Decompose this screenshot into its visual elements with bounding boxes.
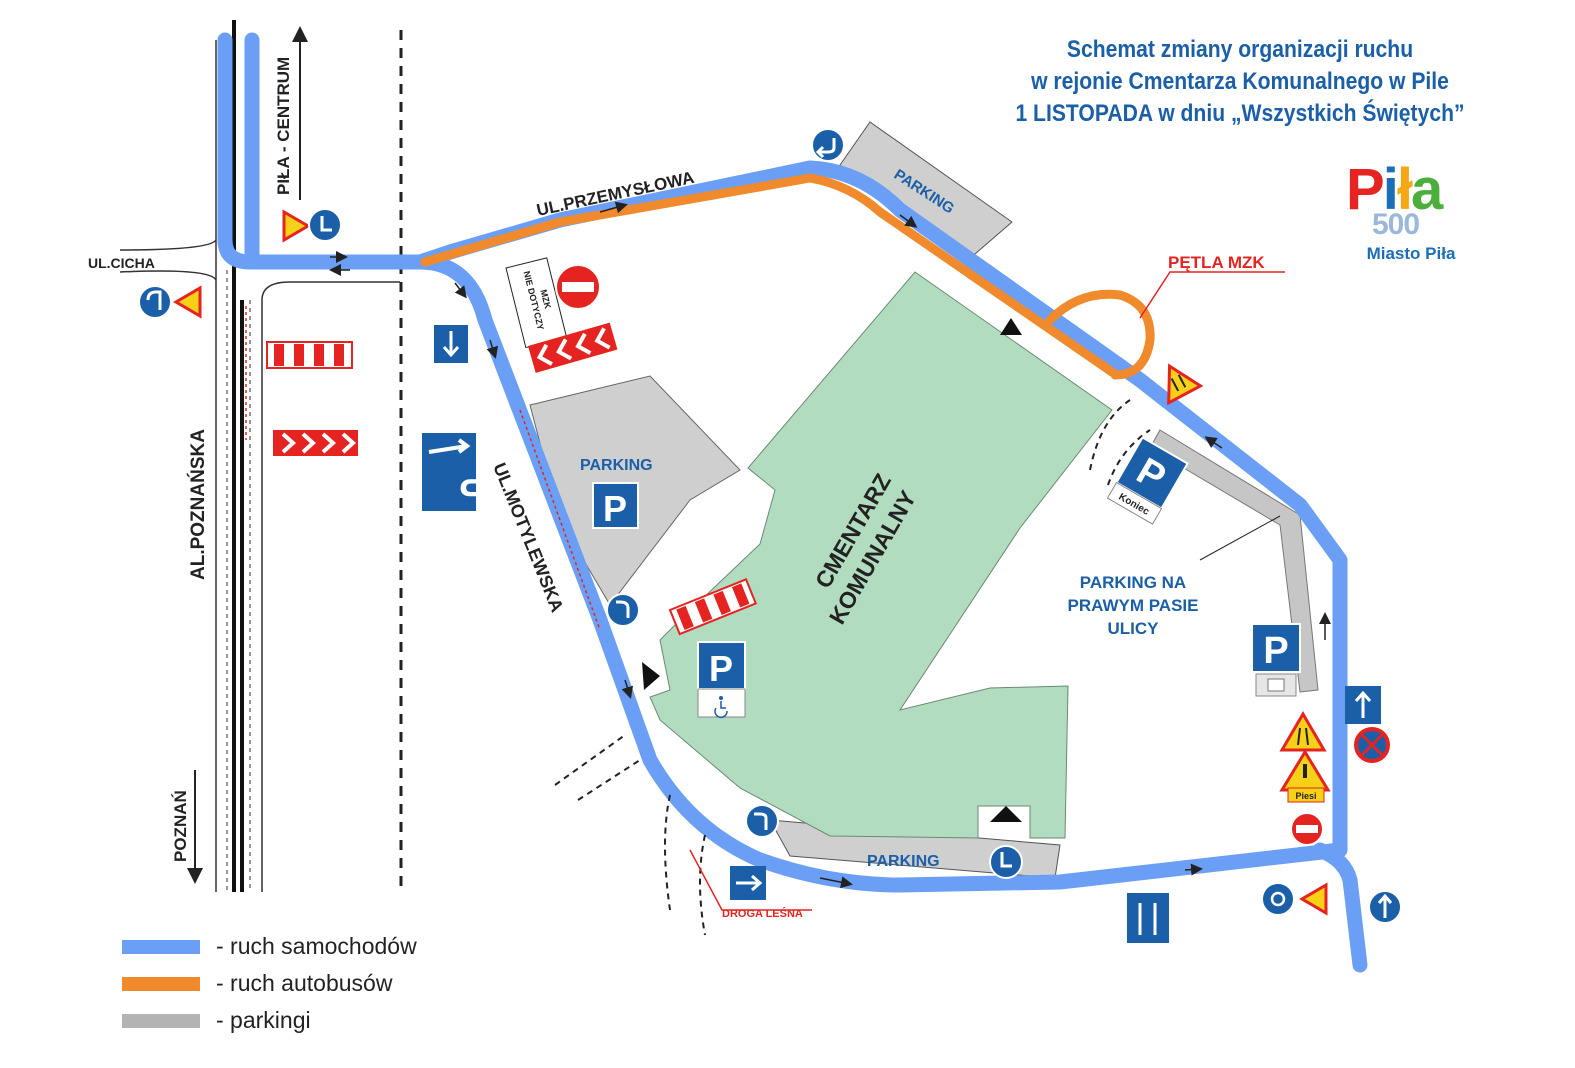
straight-ahead-sign-icon [1368, 890, 1402, 924]
legend-swatch-cars [122, 940, 200, 954]
bus-route [420, 173, 1155, 380]
logo-number: 500 [1372, 208, 1420, 241]
car-route [217, 32, 1368, 973]
piesi-label: Piesi [1295, 791, 1316, 801]
city-logo: Piła 500 Miasto Piła [1346, 160, 1476, 270]
chevron-right-board-icon [273, 430, 358, 456]
street-label-poznan: POZNAŃ [171, 790, 190, 862]
street-label-droga-lesna: DROGA LEŚNA [722, 907, 803, 920]
yield-sign-icon-north [282, 209, 311, 243]
yield-sign-icon-west [173, 285, 202, 319]
chevron-left-board-icon [528, 322, 618, 373]
cemetery-area [649, 271, 1113, 839]
turn-left-sign-icon [811, 128, 845, 162]
parking-sign-letter: P [603, 488, 627, 529]
nie-dotyczy-mzk-text: MZK [538, 288, 553, 310]
al-poznanska-road [119, 20, 400, 892]
legend-swatch-buses [122, 977, 200, 991]
entry-marker-north [1000, 318, 1022, 335]
petla-mzk-label: PĘTLA MZK [1168, 253, 1265, 272]
title-line-2: w rejonie Cmentarza Komunalnego w Pile [1031, 68, 1449, 95]
nie-dotyczy-mzk-plate: NIE DOTYCZY MZK [505, 257, 568, 349]
parking-sign-icon-motylewska: P [592, 482, 639, 529]
keep-left-sign-icon [606, 593, 640, 627]
no-entry-sign-icon-east [1290, 812, 1324, 846]
yield-sign-icon-east [1299, 882, 1328, 916]
parking-label-south: PARKING [867, 853, 940, 870]
droga-lesna-pointer [689, 849, 812, 911]
logo-subtitle: Miasto Piła [1366, 244, 1456, 263]
entry-marker-south [990, 806, 1022, 822]
turn-right-sign-icon-west [138, 285, 172, 319]
one-way-up-sign-icon [1345, 686, 1381, 724]
legend-label-parking: - parkingi [216, 1007, 311, 1033]
barrier-board-icon [266, 341, 353, 369]
title-line-1: Schemat zmiany organizacji ruchu [1066, 36, 1414, 63]
parking-right-line3: ULICY [1108, 619, 1160, 638]
legend-swatch-parking [122, 1014, 200, 1028]
legend-label-cars: - ruch samochodów [216, 933, 417, 959]
parking-right-pointer [1199, 515, 1281, 561]
logo-wordmark: Piła [1346, 157, 1443, 222]
street-label-cicha: UL.CICHA [88, 255, 155, 271]
lane-direction-sign-icon [1127, 893, 1169, 943]
parking-east-letter: P [1263, 630, 1288, 672]
one-way-right-sign-icon [730, 866, 766, 900]
legend-label-buses: - ruch autobusów [216, 970, 393, 996]
logo-letter-p: P [1346, 157, 1385, 222]
pedestrians-warning-sign-icon: Piesi [1279, 749, 1331, 803]
no-entry-sign-icon [555, 264, 601, 310]
turn-right-sign-icon-south [989, 845, 1023, 879]
street-label-poznanska: AL.POZNAŃSKA [187, 429, 209, 580]
detour-parking-letter: P [459, 461, 484, 503]
detour-parking-sign-icon: P [420, 431, 485, 513]
lane-arrows [329, 201, 1331, 889]
title-line-3: 1 LISTOPADA w dniu „Wszystkich Świętych” [1015, 100, 1465, 127]
logo-letter-a: a [1410, 157, 1443, 222]
parking-disabled-sign-icon: P [697, 641, 746, 719]
logo-letter-i: i [1382, 157, 1399, 222]
side-roads [554, 399, 1151, 936]
street-label-pila-centrum: PIŁA - CENTRUM [274, 57, 293, 195]
barrier-board-cemetery-icon [668, 577, 758, 636]
parking-disabled-letter: P [709, 648, 733, 689]
parking-right-line2: PRAWYM PASIE [1068, 596, 1199, 615]
logo-letter-l: ł [1396, 157, 1413, 222]
no-stopping-sign-icon [1354, 727, 1390, 763]
road-narrows-sign-icon [1279, 711, 1327, 752]
roundabout-sign-icon [1261, 882, 1295, 916]
map-title: Schemat zmiany organizacji ruchu w rejon… [994, 34, 1487, 130]
parking-label-motylewska: PARKING [580, 457, 653, 474]
two-way-traffic-sign-icon [1167, 363, 1204, 406]
turn-left-sign-icon-south [745, 804, 779, 838]
parking-right-line1: PARKING NA [1080, 573, 1186, 592]
petla-mzk-pointer [1139, 271, 1285, 319]
one-way-down-sign-icon [434, 325, 468, 363]
turn-right-sign-icon-north [308, 208, 342, 242]
parking-sign-icon-east: P [1251, 623, 1301, 697]
entry-marker-west [642, 662, 660, 690]
